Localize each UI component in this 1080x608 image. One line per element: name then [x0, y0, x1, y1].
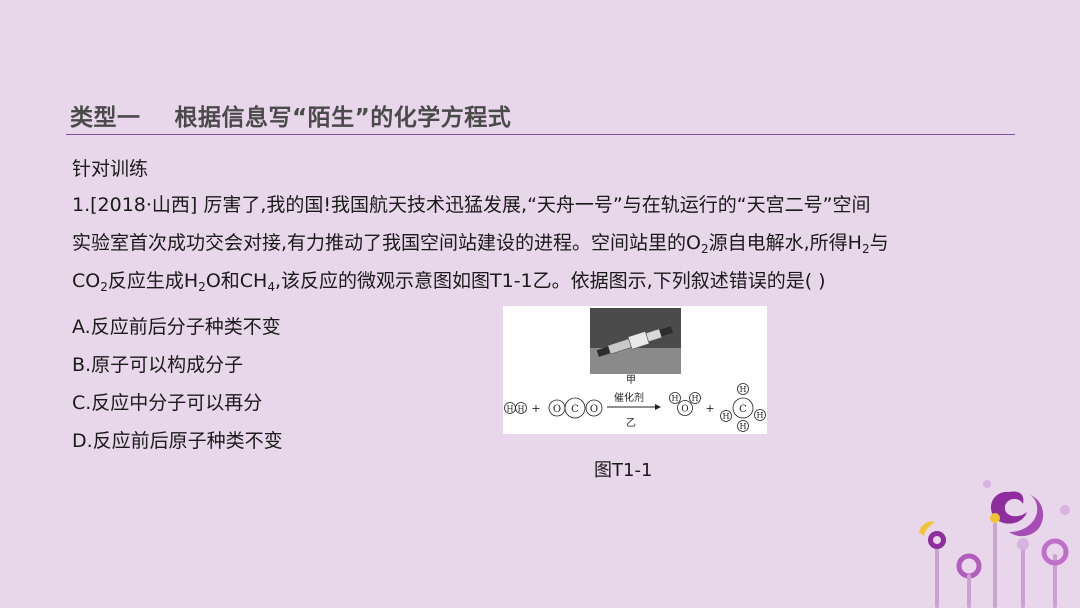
spacecraft-image-icon: [590, 308, 681, 374]
option-c[interactable]: C.反应中分子可以再分: [72, 392, 263, 414]
atom-label: O: [681, 405, 688, 415]
title-divider: [66, 134, 1015, 135]
question-line-2: 实验室首次成功交会对接,有力推动了我国空间站建设的进程。空间站里的O2源自电解水…: [72, 226, 889, 260]
slide-title: 类型一 根据信息写“陌生”的化学方程式: [70, 105, 512, 131]
question-text: 源自电解水,所得H: [708, 232, 862, 254]
subscript: 2: [198, 280, 206, 294]
subscript: 4: [267, 280, 275, 294]
atom-label: H: [672, 394, 679, 403]
subscript: 2: [701, 242, 709, 256]
plus-sign: +: [705, 402, 714, 415]
figure-caption: 图T1-1: [594, 460, 653, 481]
atom-label: H: [518, 405, 525, 414]
atom-label: H: [692, 394, 699, 403]
question-text: ,该反应的微观示意图如图T1-1乙。依据图示,下列叙述错误的是( ): [274, 270, 826, 292]
subscript: 2: [100, 280, 108, 294]
label-jia: 甲: [626, 375, 636, 386]
question-text: 与: [869, 232, 889, 254]
section-subheading: 针对训练: [72, 158, 149, 180]
atom-label: H: [757, 411, 764, 420]
hydrogen-molecule: [504, 402, 527, 414]
atom-label: O: [553, 404, 561, 415]
subscript: 2: [861, 242, 870, 256]
question-text: CO: [72, 270, 101, 292]
question-text: O和CH: [205, 270, 268, 292]
question-text: 实验室首次成功交会对接,有力推动了我国空间站建设的进程。空间站里的O: [72, 232, 701, 254]
question-text: 反应生成H: [107, 270, 199, 292]
atom-label: C: [571, 404, 579, 415]
spacecraft-photo: [590, 308, 681, 374]
atom-label: H: [507, 405, 514, 414]
reaction-diagram: H H + O C O 甲 催化剂 乙 O: [504, 375, 766, 432]
option-d[interactable]: D.反应前后原子种类不变: [72, 430, 283, 452]
question-text: 1.[2018·山西] 厉害了,我的国!我国航天技术迅猛发展,“天舟一号”与在轨…: [72, 194, 871, 216]
option-b[interactable]: B.原子可以构成分子: [72, 354, 244, 376]
methane-molecule: [720, 383, 766, 432]
atom-label: O: [590, 404, 598, 415]
plus-sign: +: [531, 402, 540, 415]
label-yi: 乙: [626, 417, 636, 429]
arrow-head-icon: [655, 404, 661, 410]
answer-options: A.反应前后分子种类不变 B.原子可以构成分子 C.反应中分子可以再分 D.反应…: [72, 310, 283, 462]
atom-label: H: [740, 385, 747, 394]
water-molecule: [669, 392, 701, 416]
atom-label: C: [739, 404, 747, 415]
atom-label: H: [740, 422, 747, 431]
carbon-dioxide-molecule: [548, 397, 603, 419]
atom-label: H: [723, 412, 730, 421]
catalyst-label: 催化剂: [614, 391, 644, 404]
question-line-1: 1.[2018·山西] 厉害了,我的国!我国航天技术迅猛发展,“天舟一号”与在轨…: [72, 188, 870, 222]
question-line-3: CO2反应生成H2O和CH4,该反应的微观示意图如图T1-1乙。依据图示,下列叙…: [72, 264, 826, 298]
decorative-flowers-icon: [919, 480, 1070, 608]
option-a[interactable]: A.反应前后分子种类不变: [72, 316, 281, 338]
reaction-figure: H H + O C O 甲 催化剂 乙 O: [503, 306, 767, 434]
